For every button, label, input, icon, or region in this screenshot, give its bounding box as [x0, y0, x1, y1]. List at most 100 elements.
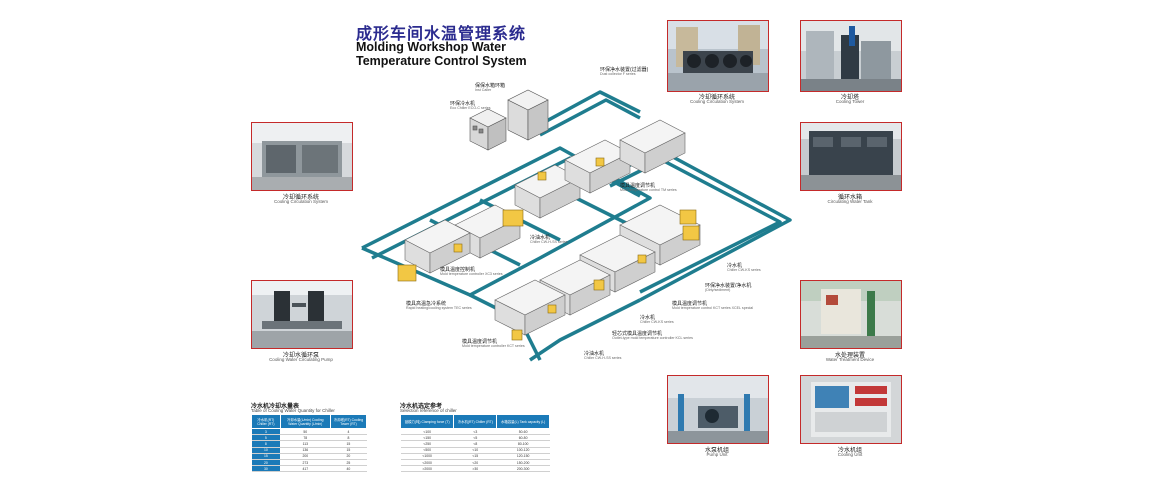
caption-en: Cooling Circulation System — [689, 99, 745, 104]
caption-cn: 冷却循环系统 — [698, 95, 735, 101]
caption-cn: 水泵机组 — [704, 448, 729, 454]
cell: 10 — [251, 447, 281, 454]
label-eco-en: Eco Chiller ECO-C series — [450, 106, 491, 110]
eco-chiller — [469, 108, 507, 151]
label-rapid-cool-cn: 模具高温急冷系统 — [406, 301, 447, 307]
cell: <15 — [453, 453, 497, 460]
cell: 78 — [280, 434, 331, 442]
label-mold-right-en: Mold temperature control KCT series XCEL… — [672, 306, 754, 310]
pipe-network — [361, 90, 792, 362]
label-chiller-bottom-cn: 冷油水机 — [584, 351, 605, 357]
cell: 3 — [251, 428, 281, 436]
cell: <2000 — [400, 459, 454, 467]
cell: 4 — [330, 428, 367, 436]
cell: 80-100 — [496, 440, 550, 448]
caption-en: Cooling Unit — [837, 452, 863, 457]
label-mold-bottom-en: Mold temperature controller KCT series — [462, 344, 525, 348]
caption-cn: 冷却循环系统 — [282, 195, 319, 201]
photo-water-treatment — [800, 280, 902, 349]
caption-en: Cooling Water Circulating Pump — [269, 357, 333, 362]
label-water-tank-en: Inst Caller — [475, 88, 492, 92]
table-header: 水箱容量(L) Tank capacity (L) — [496, 414, 550, 429]
cell: <1000 — [400, 453, 454, 460]
cell: 200-300 — [496, 465, 550, 473]
label-chiller-r2-en: Chiller CW-KS series — [640, 320, 674, 324]
cell: 50 — [280, 428, 331, 436]
label-mold-right-cn: 模具温度调节机 — [672, 301, 708, 307]
cell: <20 — [453, 459, 497, 467]
cell: >2000 — [400, 465, 454, 473]
cell: 60-80 — [496, 434, 550, 442]
cell: 5 — [251, 434, 281, 442]
cell: 15 — [330, 447, 367, 454]
yellow-units — [397, 157, 700, 341]
label-mold-bottom-cn: 模具温度调节机 — [462, 339, 498, 345]
label-purifier-right-en: (Dirty/sediment) — [705, 288, 731, 292]
cell: <100 — [400, 428, 454, 436]
photo-cooling-water-pump — [251, 280, 353, 349]
cell: 136 — [280, 447, 331, 454]
label-purifier-right-cn: 环保净水装置/净水机 — [705, 283, 752, 289]
label-chiller-right-en: Chiller CW-KS series — [727, 268, 761, 272]
cell: 8 — [330, 434, 367, 442]
table2-title-en: Selection reference of chiller — [400, 408, 457, 413]
label-purifier-top-cn: 环保净水装置(过滤器) — [600, 67, 649, 73]
photo-cooling-unit — [800, 375, 902, 444]
table1-title-en: Table of Cooling Water Quantity for Chil… — [251, 408, 335, 413]
cell: >30 — [453, 465, 497, 473]
table2-title-cn: 冷水机选定参考 — [400, 404, 443, 410]
cell: <500 — [400, 447, 454, 454]
cell: 15 — [330, 440, 367, 448]
cell: 150-200 — [496, 459, 550, 467]
cell: 113 — [280, 440, 331, 448]
label-high-temp-en: Mold temperature controller XC3 series — [440, 272, 503, 276]
cell: 15 — [251, 453, 281, 460]
cell: 200 — [280, 453, 331, 460]
photo-circulating-water-tank — [800, 122, 902, 191]
cell: 40 — [330, 465, 367, 473]
cell: 100-120 — [496, 447, 550, 454]
photo-pump-unit — [667, 375, 769, 444]
cell: <8 — [453, 440, 497, 448]
label-chiller-r2-cn: 冷水机 — [640, 315, 656, 321]
label-high-temp-cn: 模具温度控制机 — [440, 267, 476, 273]
caption-en: Circulating Water Tank — [827, 199, 873, 204]
table-header: 冷水机(RT) Chiller (RT) — [453, 414, 498, 429]
table-header: 冷却塔(RT) Cooling Tower (RT) — [329, 414, 368, 429]
caption-en: Cooling Circulation System — [273, 199, 329, 204]
label-chiller-right-cn: 冷水机 — [727, 263, 743, 269]
cell: 120-150 — [496, 453, 550, 460]
cell: <5 — [453, 434, 497, 442]
label-chiller-mid-cn: 冷油水机 — [530, 235, 551, 241]
cooling-water-table: 冷水机(RT) Chiller (RT) 冷却水量(L/min) Cooling… — [251, 414, 368, 473]
cell: 50-60 — [496, 428, 550, 436]
title-cn: 成形车间水温管理系统 — [356, 26, 527, 43]
label-eco-cn: 环保冷水机 — [450, 101, 476, 107]
label-water-tank-cn: 保保水箱环箱 — [475, 83, 506, 89]
label-chiller-bottom-en: Chiller CW-H-SS series — [584, 356, 622, 360]
title-en: Molding Workshop Water Temperature Contr… — [356, 40, 527, 68]
caption-en: Water Treatment Device — [825, 357, 875, 362]
caption-cn: 水处理装置 — [834, 353, 865, 359]
cell: 8 — [251, 440, 281, 448]
cell: <250 — [400, 440, 454, 448]
table-header: 锁模力(吨) Clamping force (T) — [399, 414, 455, 429]
cell: 20 — [330, 453, 367, 460]
table1-title-cn: 冷水机冷却水量表 — [251, 404, 300, 410]
caption-cn: 冷水机组 — [837, 448, 862, 454]
label-oil-mold-cn: 轻芯式模具温度调节机 — [612, 331, 663, 337]
caption-en: Cooling Tower — [835, 99, 865, 104]
cell: 273 — [280, 459, 331, 467]
cell: 417 — [280, 465, 331, 473]
caption-cn: 冷却塔 — [840, 95, 859, 101]
